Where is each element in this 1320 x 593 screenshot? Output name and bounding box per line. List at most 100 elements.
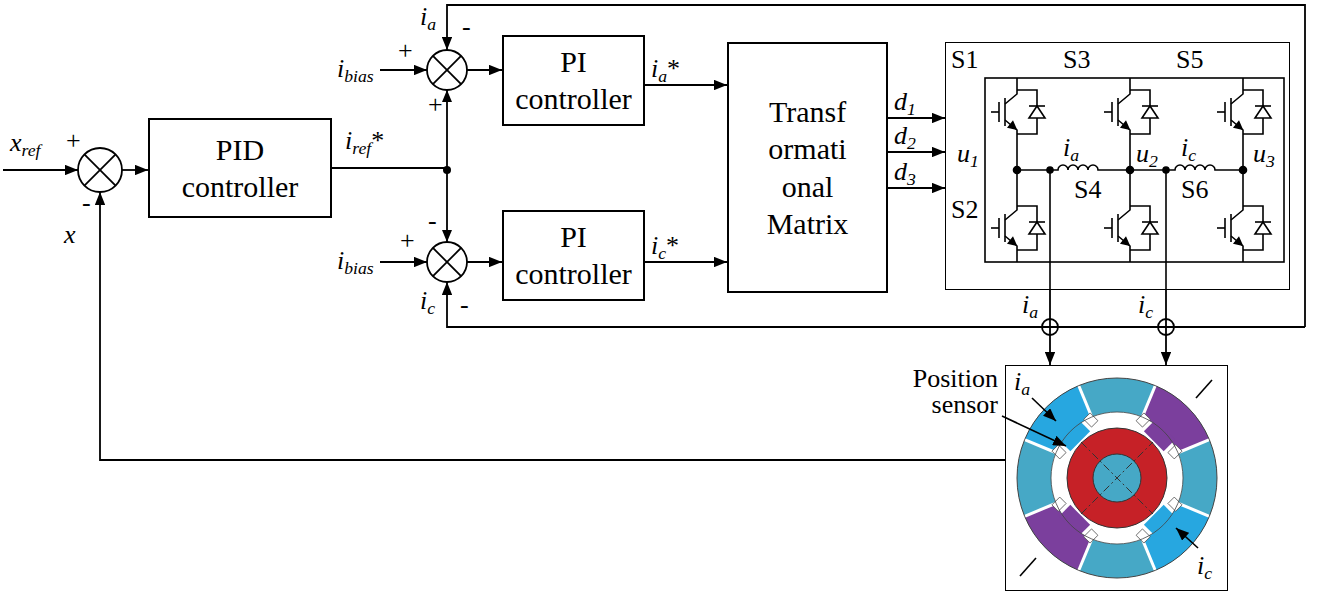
- inverter-circuit: [1242, 256, 1244, 262]
- sign: +: [66, 128, 81, 154]
- terminal-label: ic: [1197, 553, 1212, 586]
- arrow-head: [442, 230, 452, 242]
- signal-name: ic: [420, 288, 435, 321]
- text-part: 1: [907, 99, 916, 119]
- summing-junction: [84, 154, 115, 185]
- terminal-label: u1: [957, 141, 979, 174]
- terminal-label: S5: [1176, 47, 1203, 73]
- summing-junction: [427, 242, 467, 282]
- text-part: c: [1204, 563, 1212, 583]
- text-part: x: [64, 220, 76, 249]
- box-text: Transf ormati onal Matrix: [767, 93, 849, 243]
- sign: -: [428, 208, 437, 234]
- signal-name: d1: [894, 89, 916, 122]
- terminal-label: u3: [1253, 141, 1275, 174]
- text-part: i: [1181, 133, 1188, 162]
- leader-arrow: [1032, 398, 1056, 421]
- text-part: u: [1136, 139, 1149, 168]
- signal-wire: [380, 69, 427, 71]
- text-part: i: [1138, 290, 1145, 319]
- inverter-circuit: [1016, 78, 1018, 84]
- signal-connector: [888, 151, 945, 153]
- motor-drawing: [1067, 428, 1167, 528]
- signal-name: d2: [894, 123, 916, 156]
- inverter-circuit: [1014, 167, 1021, 174]
- text-part: a: [1029, 302, 1038, 322]
- controller-box: PI controller: [502, 210, 645, 301]
- terminal-label: S3: [1063, 47, 1090, 73]
- sign: -: [82, 190, 91, 216]
- inverter-circuit: [991, 84, 1045, 140]
- terminal-label: S6: [1181, 177, 1208, 203]
- inverter-circuit: [1217, 84, 1271, 140]
- motor-drawing: [1023, 384, 1211, 572]
- motor-drawing: [1051, 412, 1183, 544]
- current-sensor: [1158, 319, 1174, 335]
- controller-box: PID controller: [148, 118, 332, 218]
- inverter-circuit: [1104, 84, 1158, 140]
- summing-junction: [427, 50, 467, 90]
- signal-connector: [332, 168, 502, 262]
- sign: -: [460, 292, 469, 318]
- inverter-circuit: [1165, 170, 1167, 290]
- signal-name: ia: [1022, 292, 1038, 325]
- text-part: *: [666, 231, 679, 260]
- part-name: Position sensor: [866, 366, 998, 418]
- text-part: 2: [1149, 151, 1158, 171]
- text-part: ref: [22, 140, 41, 160]
- signal-name: ibias: [337, 56, 374, 89]
- summing-junction: [78, 148, 122, 192]
- text-part: u: [957, 139, 970, 168]
- text-part: bias: [344, 258, 373, 278]
- inverter-circuit: [1049, 170, 1051, 290]
- summing-junction: [427, 242, 467, 282]
- box-text: PID controller: [182, 131, 299, 206]
- signal-name: x: [64, 222, 76, 248]
- signal-name: ia: [420, 4, 436, 37]
- summing-junction: [433, 56, 461, 84]
- signal-wire: [122, 169, 148, 171]
- text-part: c: [658, 243, 666, 263]
- motor-drawing: [1017, 378, 1217, 578]
- leader-arrow: [1176, 528, 1198, 548]
- motor-box: ia ic: [1005, 365, 1228, 591]
- signal-connector: [1049, 290, 1051, 365]
- leader-arrow: [1002, 380, 1212, 576]
- inverter-circuit: [1129, 256, 1131, 262]
- text-part: c: [1145, 302, 1153, 322]
- summing-junction: [433, 248, 461, 276]
- sign: +: [428, 92, 443, 118]
- signal-connector: [1165, 290, 1167, 365]
- text-part: c: [427, 298, 435, 318]
- inverter-circuit: [1127, 167, 1134, 174]
- text-part: 1: [970, 151, 979, 171]
- inverter-circuit: [1242, 78, 1244, 84]
- summing-junction: [78, 148, 122, 192]
- inverter-circuit: [985, 78, 1284, 290]
- signal-connector: [645, 261, 727, 263]
- inverter-circuit: [1104, 200, 1158, 256]
- text-part: x: [10, 128, 22, 157]
- signal-connector: [645, 84, 727, 86]
- motor-drawing: [1009, 370, 1226, 587]
- signal-name: xref: [10, 130, 41, 163]
- text-part: 3: [1266, 151, 1275, 171]
- text-part: i: [337, 246, 344, 275]
- terminal-label: ia: [1014, 369, 1030, 402]
- signal-name: d3: [894, 159, 916, 192]
- motor-drawing: [1009, 370, 1226, 587]
- text-part: d: [894, 157, 907, 186]
- inverter-circuit: [1163, 167, 1169, 173]
- terminal-label: ic: [1181, 135, 1196, 168]
- signal-wire: [3, 169, 78, 171]
- text-part: d: [894, 87, 907, 116]
- box-text: PI controller: [515, 43, 632, 118]
- terminal-label: S2: [951, 197, 978, 223]
- text-part: i: [651, 231, 658, 260]
- text-part: a: [1070, 145, 1079, 165]
- terminal-label: S1: [951, 47, 978, 73]
- inverter-circuit: [1016, 256, 1018, 262]
